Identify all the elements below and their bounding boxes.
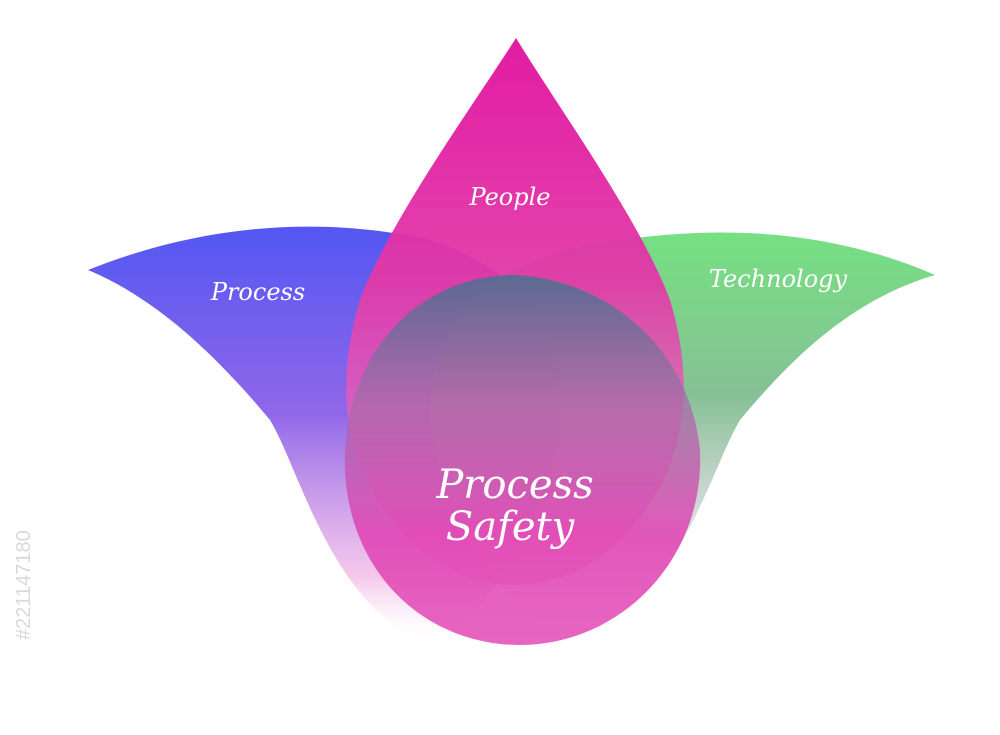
label-people: People [469,183,551,211]
center-label-line2: Safety [446,504,576,550]
center-label-line1: Process [435,462,593,508]
watermark-id: #221147180 [13,530,35,640]
label-technology: Technology [709,265,848,293]
center-overlap [344,275,701,645]
label-process: Process [210,278,305,306]
